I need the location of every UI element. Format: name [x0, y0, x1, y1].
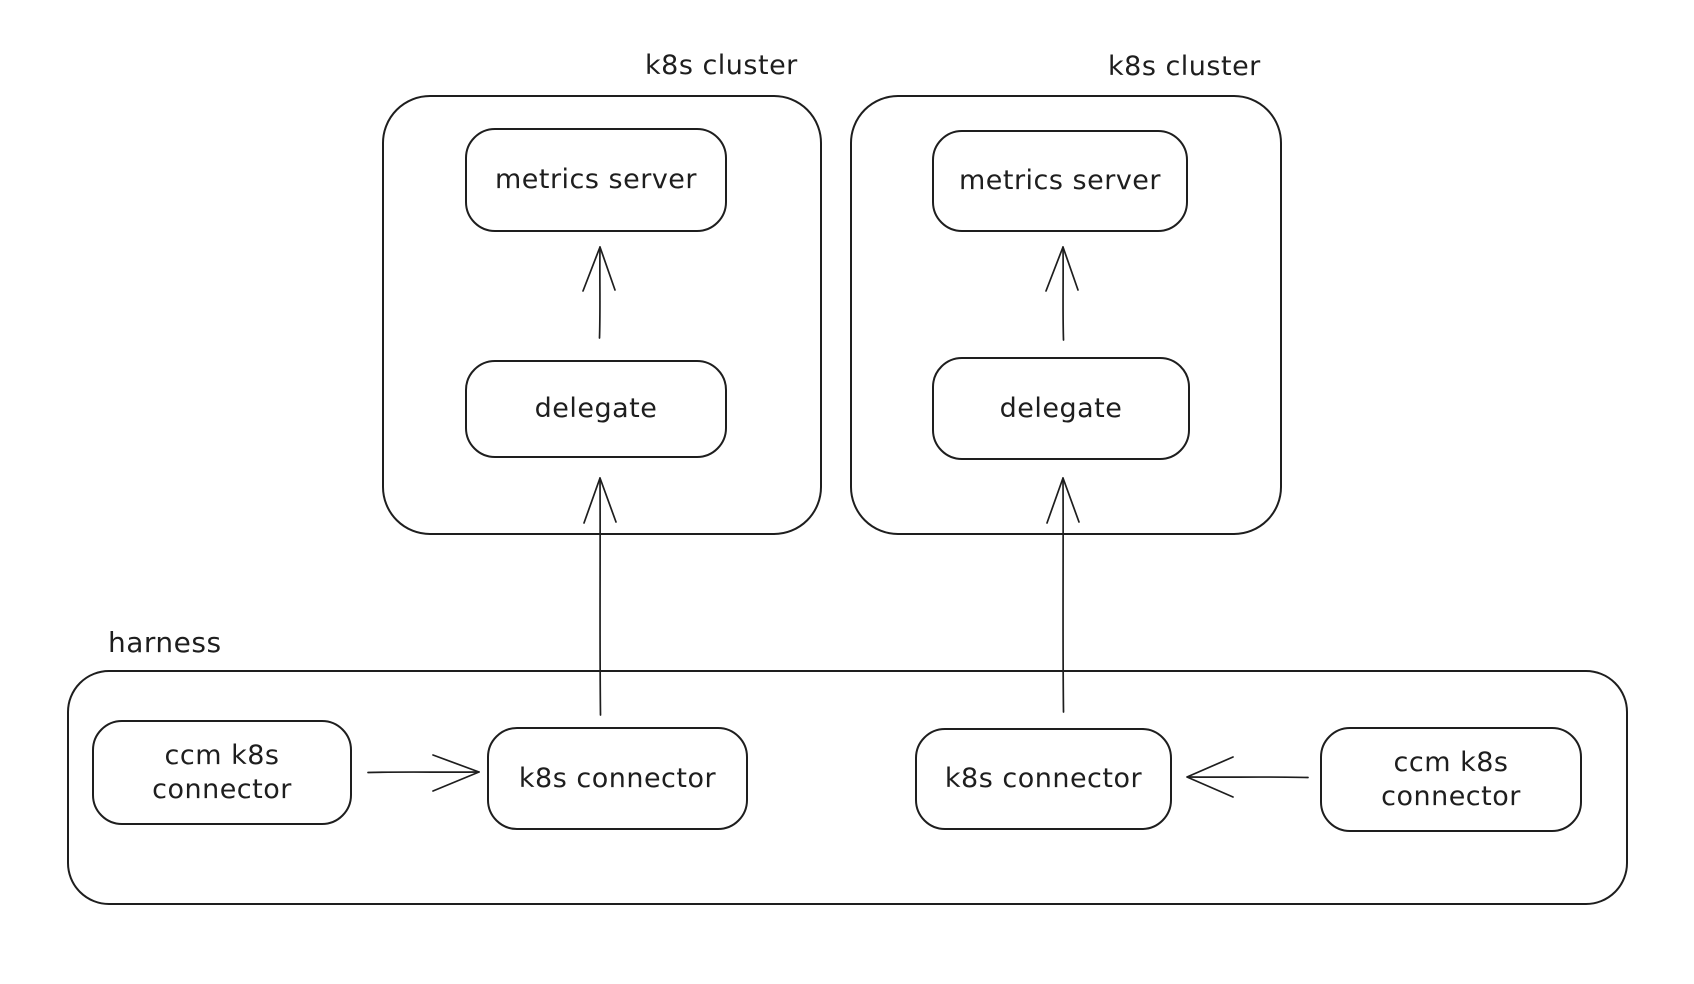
metrics-server-node-1-label: metrics server: [494, 164, 698, 196]
metrics-server-node-2: metrics server: [932, 130, 1188, 232]
k8s-connector-node-right: k8s connector: [915, 728, 1172, 830]
delegate-node-2-label: delegate: [999, 392, 1123, 424]
k8s-connector-node-left-label: k8s connector: [518, 762, 717, 794]
delegate-node-1: delegate: [465, 360, 727, 458]
delegate-node-1-label: delegate: [534, 393, 658, 425]
harness-label: harness: [108, 626, 222, 659]
ccm-k8s-connector-node-left: ccm k8s connector: [92, 720, 352, 825]
cluster-1-label: k8s cluster: [645, 50, 798, 81]
k8s-connector-node-right-label: k8s connector: [944, 763, 1143, 795]
cluster-2-label: k8s cluster: [1108, 51, 1261, 82]
ccm-k8s-connector-node-left-label: ccm k8s connector: [152, 739, 292, 805]
delegate-node-2: delegate: [932, 357, 1190, 460]
cluster-1-box: [382, 95, 822, 535]
metrics-server-node-1: metrics server: [465, 128, 727, 232]
ccm-k8s-connector-node-right-label: ccm k8s connector: [1381, 746, 1521, 812]
metrics-server-node-2-label: metrics server: [958, 165, 1162, 197]
cluster-2-box: [850, 95, 1282, 535]
k8s-connector-node-left: k8s connector: [487, 727, 748, 830]
harness-box: [67, 670, 1628, 905]
ccm-k8s-connector-node-right: ccm k8s connector: [1320, 727, 1582, 832]
